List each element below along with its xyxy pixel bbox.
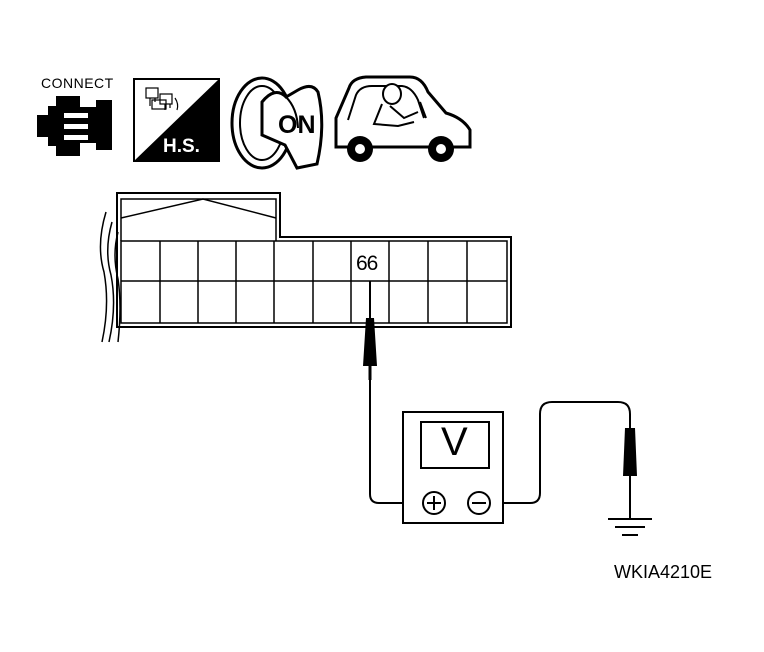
- wire-harness: [99, 211, 121, 343]
- voltmeter-label: V: [441, 420, 468, 464]
- plus-terminal-icon: [422, 491, 446, 515]
- ground-symbol-icon: [608, 505, 652, 536]
- ignition-on-label: ON: [278, 111, 316, 139]
- terminal-66-label: 66: [356, 252, 378, 275]
- harness-connector: [116, 192, 512, 328]
- connect-label: CONNECT: [41, 75, 114, 91]
- minus-terminal-icon: [467, 491, 491, 515]
- positive-probe: [363, 281, 377, 380]
- negative-probe: [623, 428, 637, 505]
- connector-connect-icon: [37, 96, 112, 156]
- probe-leads: [369, 380, 631, 504]
- harness-side-icon: [133, 78, 220, 162]
- ignition-key-on-icon: [230, 76, 324, 170]
- driver-in-vehicle-icon: [334, 75, 472, 162]
- voltmeter: [402, 411, 504, 524]
- figure-code: WKIA4210E: [614, 562, 713, 582]
- harness-side-label: H.S.: [163, 136, 200, 157]
